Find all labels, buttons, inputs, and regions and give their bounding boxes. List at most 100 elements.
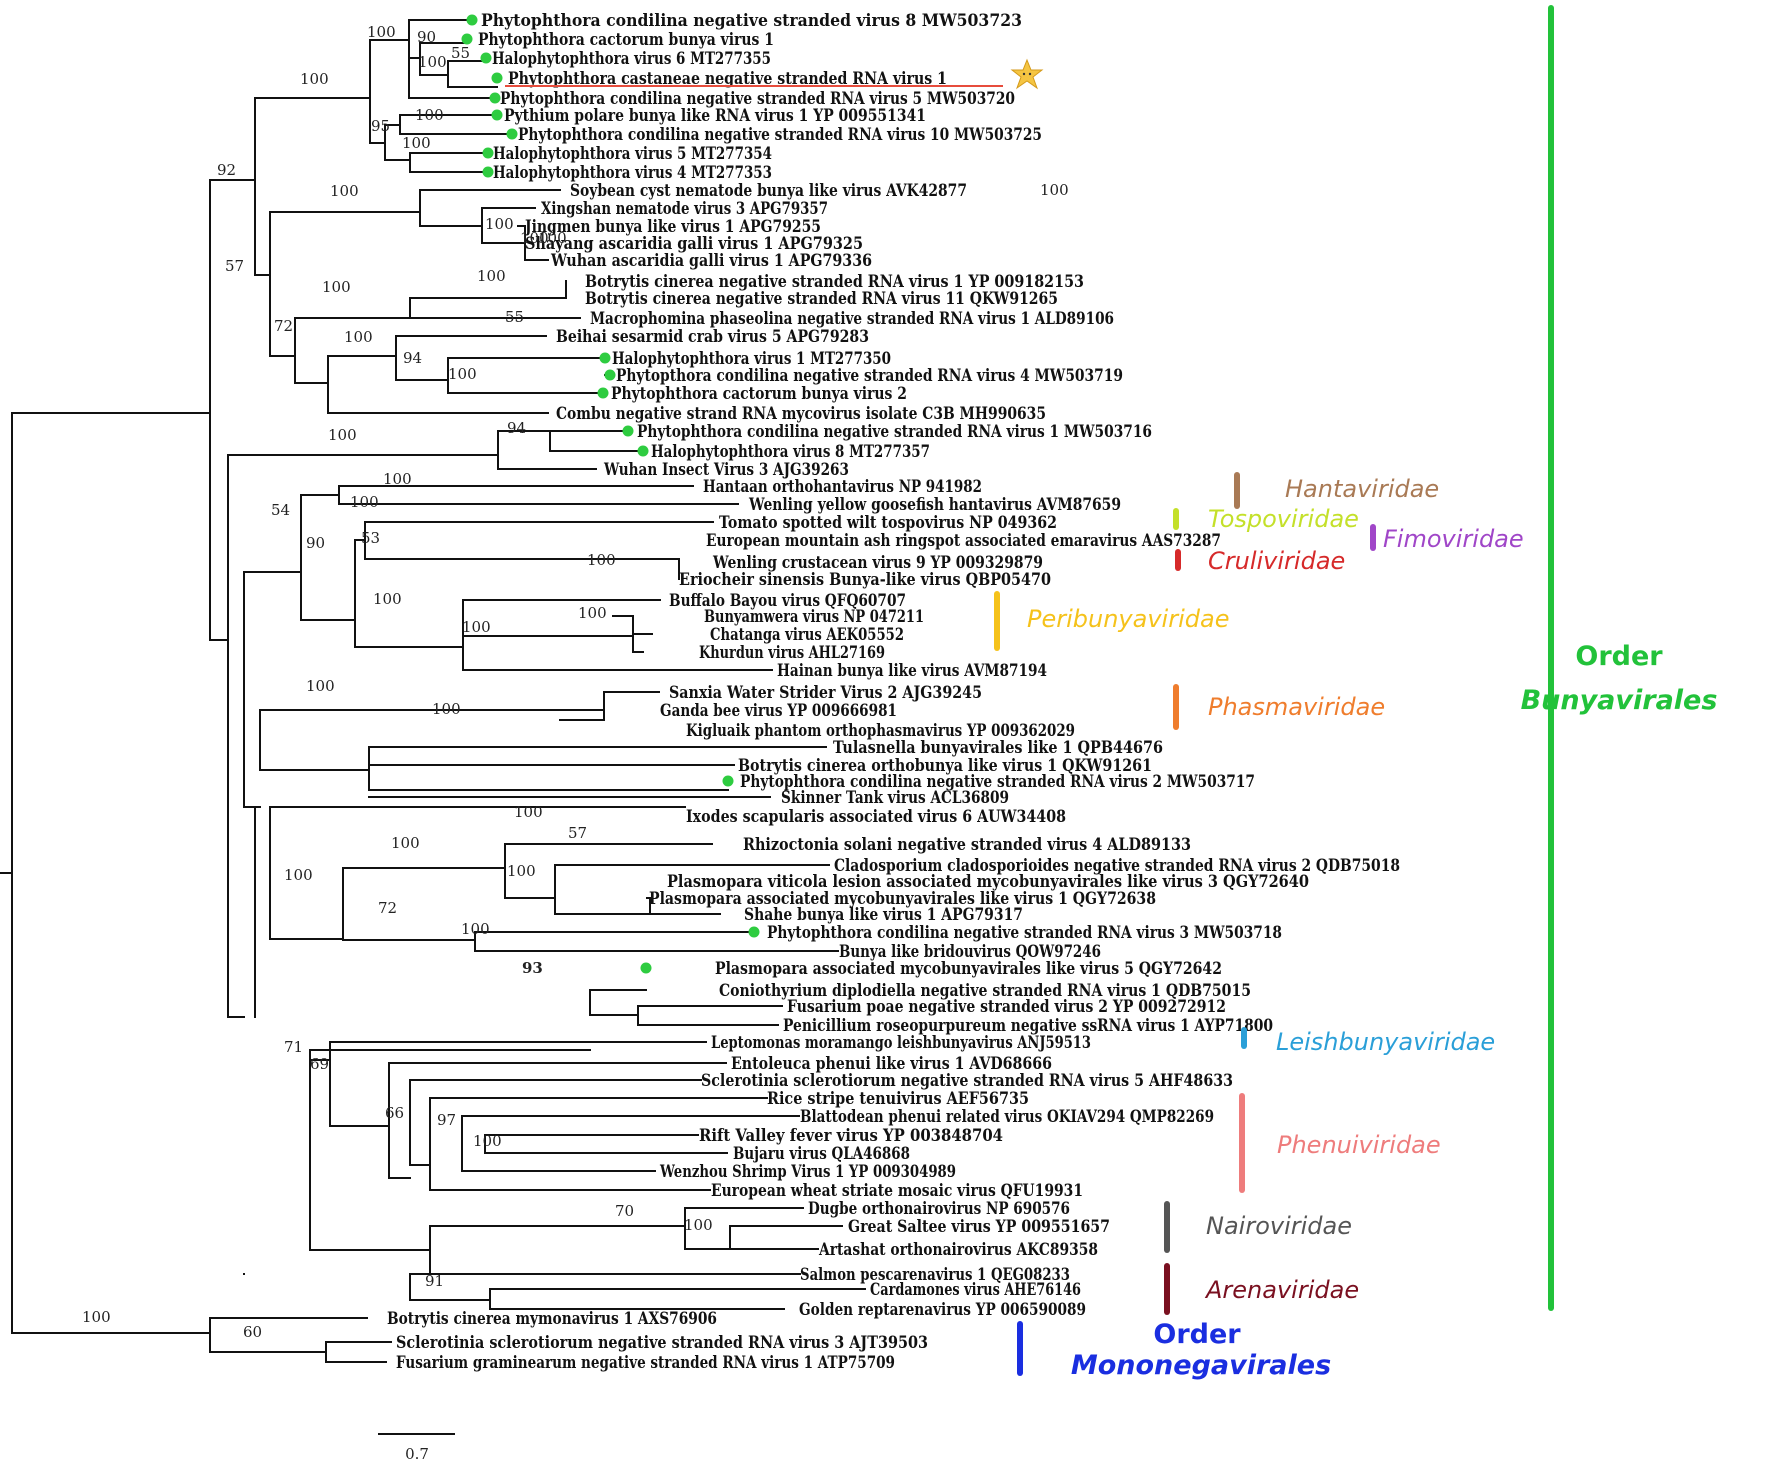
bootstrap-value: 66	[385, 1104, 404, 1122]
bootstrap-value: 60	[243, 1323, 262, 1341]
leaf-label: Botrytis cinerea orthobunya like virus 1…	[738, 756, 1152, 775]
marker-icon	[722, 775, 734, 787]
leaf-label: Rice stripe tenuivirus AEF56735	[767, 1089, 1029, 1108]
leaf-label: Botrytis cinerea negative stranded RNA v…	[585, 289, 1058, 308]
order-label-mononegavirales-line1: Order	[1153, 1319, 1241, 1350]
bootstrap-value: 100	[520, 229, 549, 247]
marker-icon	[599, 352, 611, 364]
leaf-label: Dugbe orthonairovirus NP 690576	[808, 1199, 1070, 1218]
bootstrap-value: 100	[330, 182, 359, 200]
leaf-label: Cladosporium cladosporioides negative st…	[834, 856, 1400, 875]
leaf-label: Botrytis cinerea mymonavirus 1 AXS76906	[387, 1309, 717, 1328]
leaf-label: Sclerotinia sclerotiorum negative strand…	[396, 1333, 928, 1352]
bootstrap-value: 90	[306, 534, 325, 552]
bootstrap-value: 100	[473, 1132, 502, 1150]
order-label-bunyavirales-line1: Order	[1575, 641, 1663, 672]
marker-icon	[491, 109, 503, 121]
bootstrap-value: 57	[225, 257, 244, 275]
bootstrap-value: 70	[615, 1202, 634, 1220]
leaf-label: Wenling yellow goosefish hantavirus AVM8…	[748, 495, 1121, 514]
leaf-label: Great Saltee virus YP 009551657	[848, 1217, 1110, 1236]
bootstrap-value: 55	[451, 44, 470, 62]
leaf-label: Xingshan nematode virus 3 APG79357	[541, 199, 828, 218]
bootstrap-value: 100	[328, 426, 357, 444]
marker-icon	[640, 962, 652, 974]
leaf-label: Tulasnella bunyavirales like 1 QPB44676	[833, 738, 1163, 757]
leaf-label: Botrytis cinerea negative stranded RNA v…	[585, 272, 1084, 291]
family-label: Fimoviridae	[1383, 525, 1524, 553]
leaf-label: Hainan bunya like virus AVM87194	[777, 661, 1047, 680]
bootstrap-value: 69	[310, 1055, 329, 1073]
leaf-label: Phytophthora cactorum bunya virus 2	[611, 384, 907, 403]
bootstrap-value: 55	[505, 308, 524, 326]
bootstrap-value: 100	[402, 134, 431, 152]
leaf-label: Khurdun virus AHL27169	[699, 643, 885, 662]
bootstrap-value: 100	[477, 267, 506, 285]
bootstrap-value: 94	[507, 419, 526, 437]
leaf-label: Phytophthora condilina negative stranded…	[767, 923, 1282, 942]
leaf-label: Ganda bee virus YP 009666981	[660, 701, 897, 720]
family-label: Leishbunyaviridae	[1276, 1028, 1495, 1056]
leaf-label: Coniothyrium diplodiella negative strand…	[719, 981, 1251, 1000]
bootstrap-value: 100	[306, 677, 335, 695]
marker-icon	[461, 33, 473, 45]
bootstrap-value: 100	[684, 1216, 713, 1234]
bootstrap-value: 100	[587, 551, 616, 569]
bootstrap-value: 100	[507, 862, 536, 880]
bootstrap-value: 100	[418, 53, 447, 71]
family-label: Phasmaviridae	[1208, 693, 1385, 721]
bootstrap-value: 100	[1040, 181, 1069, 199]
family-bars	[994, 472, 1376, 1315]
family-label: Arenaviridae	[1204, 1276, 1359, 1304]
leaf-label: Sanxia Water Strider Virus 2 AJG39245	[669, 683, 982, 702]
bootstrap-value: 92	[217, 161, 236, 179]
leaf-label: Phytopthora condilina negative stranded …	[616, 366, 1123, 385]
leaf-label: Bujaru virus QLA46868	[733, 1144, 910, 1163]
bootstrap-value: 100	[461, 920, 490, 938]
marker-icon	[637, 445, 649, 457]
leaf-label: Wuhan ascaridia galli virus 1 APG79336	[550, 251, 872, 270]
leaf-label: Fusarium poae negative stranded virus 2 …	[787, 997, 1226, 1016]
family-label: Nairoviridae	[1206, 1212, 1352, 1240]
leaf-label: Halophytophthora virus 6 MT277355	[492, 49, 771, 68]
leaf-label: Plasmopara associated mycobunyavirales l…	[649, 889, 1156, 908]
leaf-label: Sclerotinia sclerotiorum negative strand…	[701, 1071, 1233, 1090]
family-labels: Hantaviridae Tospoviridae Fimoviridae Cr…	[1027, 475, 1524, 1304]
bootstrap-value: 100	[383, 470, 412, 488]
bootstrap-value: 100	[538, 229, 567, 247]
bootstrap-value: 97	[437, 1111, 456, 1129]
star-eye-icon	[1028, 72, 1032, 76]
bootstrap-value: 100	[350, 493, 379, 511]
bootstrap-value: 100	[373, 590, 402, 608]
star-icon	[1010, 58, 1044, 90]
leaf-label: Fusarium graminearum negative stranded R…	[396, 1353, 895, 1372]
leaf-label: Kigluaik phantom orthophasmavirus YP 009…	[686, 721, 1075, 740]
leaf-label: Cardamones virus AHE76146	[870, 1280, 1081, 1299]
leaf-label: Buffalo Bayou virus QFQ60707	[669, 591, 906, 610]
tree-markers	[461, 14, 760, 974]
marker-icon	[466, 14, 478, 26]
leaf-label: Plasmopara associated mycobunyavirales l…	[715, 959, 1222, 978]
leaf-label: Penicillium roseopurpureum negative ssRN…	[783, 1016, 1273, 1035]
bootstrap-value: 100	[462, 618, 491, 636]
bootstrap-value: 100	[448, 365, 477, 383]
marker-icon	[622, 425, 634, 437]
leaf-label: Chatanga virus AEK05552	[710, 625, 904, 644]
marker-icon	[482, 147, 494, 159]
bootstrap-value: 72	[378, 899, 397, 917]
leaf-label: Soybean cyst nematode bunya like virus A…	[570, 181, 967, 200]
marker-icon	[597, 387, 609, 399]
bootstrap-value: 91	[425, 1272, 444, 1290]
leaf-label: Bunyamwera virus NP 047211	[704, 607, 924, 626]
leaf-label: Phytophthora castaneae negative stranded…	[508, 69, 947, 88]
bootstrap-value: 53	[361, 529, 380, 547]
tree-branches	[0, 19, 866, 1363]
bootstrap-value: 100	[432, 700, 461, 718]
leaf-label: Shahe bunya like virus 1 APG79317	[744, 905, 1023, 924]
leaf-label: Halophytophthora virus 5 MT277354	[493, 144, 772, 163]
leaf-label: Wenling crustacean virus 9 YP 009329879	[712, 553, 1043, 572]
leaf-label: Phytophthora cactorum bunya virus 1	[478, 30, 774, 49]
leaf-label: Phytophthora condilina negative stranded…	[518, 125, 1042, 144]
leaf-label: Entoleuca phenui like virus 1 AVD68666	[731, 1054, 1052, 1073]
